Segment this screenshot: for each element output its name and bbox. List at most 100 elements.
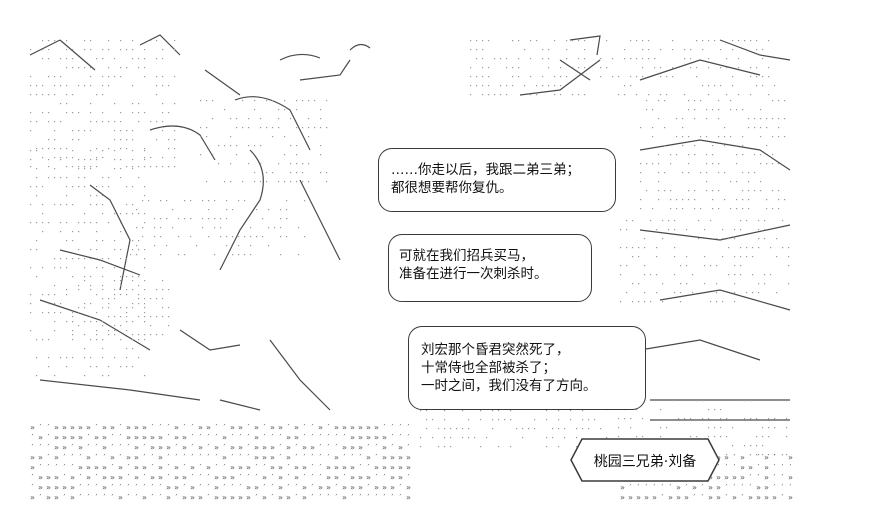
texture-glyph: ′ (86, 433, 91, 442)
texture-dot (706, 172, 708, 174)
texture-glyph: ′ (772, 473, 777, 482)
texture-dot (144, 303, 146, 305)
texture-glyph: » (230, 473, 235, 482)
texture-dot (664, 190, 666, 192)
texture-dot (308, 163, 310, 165)
texture-dot (108, 186, 110, 188)
texture-dot (542, 49, 544, 51)
texture-dot (708, 58, 710, 60)
texture-glyph: ′ (38, 463, 43, 472)
texture-dot (690, 67, 692, 69)
texture-dot (760, 181, 762, 183)
texture-dot (144, 112, 146, 114)
texture-dot (144, 249, 146, 251)
texture-glyph: » (748, 463, 753, 472)
texture-glyph: ′ (310, 423, 315, 432)
texture-dot (132, 204, 134, 206)
texture-glyph: » (764, 453, 769, 462)
texture-dot (686, 229, 688, 231)
texture-dot (120, 49, 122, 51)
texture-dot (132, 366, 134, 368)
texture-dot (120, 40, 122, 42)
texture-dot (778, 136, 780, 138)
texture-glyph: ′ (350, 453, 355, 462)
texture-glyph: ′ (390, 423, 395, 432)
texture-dot (84, 303, 86, 305)
texture-dot (720, 409, 722, 411)
texture-glyph: ′ (358, 453, 363, 462)
texture-dot (102, 375, 104, 377)
texture-dot (132, 213, 134, 215)
texture-dot (132, 303, 134, 305)
texture-dot (120, 139, 122, 141)
texture-dot (278, 181, 280, 183)
texture-dot (126, 204, 128, 206)
texture-dot (640, 199, 642, 201)
texture-dot (708, 418, 710, 420)
texture-glyph: » (278, 463, 283, 472)
texture-dot (488, 85, 490, 87)
texture-glyph: ′ (270, 483, 275, 492)
texture-glyph: » (214, 443, 219, 452)
texture-glyph: ′ (190, 473, 195, 482)
texture-dot (30, 267, 32, 269)
texture-dot (658, 199, 660, 201)
texture-dot (694, 109, 696, 111)
texture-dot (78, 130, 80, 132)
texture-dot (296, 109, 298, 111)
texture-dot (668, 229, 670, 231)
texture-dot (712, 154, 714, 156)
texture-dot (174, 130, 176, 132)
texture-dot (476, 58, 478, 60)
texture-dot (296, 154, 298, 156)
texture-dot (682, 199, 684, 201)
texture-dot (242, 100, 244, 102)
texture-dot (664, 145, 666, 147)
texture-dot (126, 294, 128, 296)
texture-dot (736, 208, 738, 210)
texture-glyph: » (270, 443, 275, 452)
texture-glyph: » (70, 473, 75, 482)
texture-dot (120, 112, 122, 114)
texture-dot (144, 148, 146, 150)
texture-dot (738, 58, 740, 60)
texture-dot (142, 236, 144, 238)
texture-glyph: ′ (286, 473, 291, 482)
texture-dot (760, 136, 762, 138)
texture-dot (776, 292, 778, 294)
texture-dot (66, 186, 68, 188)
texture-glyph: » (38, 453, 43, 462)
texture-dot (754, 127, 756, 129)
texture-dot (78, 258, 80, 260)
texture-dot (96, 334, 98, 336)
texture-glyph: » (358, 473, 363, 482)
texture-glyph: » (390, 463, 395, 472)
texture-glyph: » (166, 483, 171, 492)
texture-dot (630, 58, 632, 60)
texture-glyph: ′ (214, 433, 219, 442)
texture-dot (54, 285, 56, 287)
texture-dot (212, 118, 214, 120)
texture-dot (66, 166, 68, 168)
texture-dot (730, 100, 732, 102)
texture-dot (60, 204, 62, 206)
texture-dot (308, 100, 310, 102)
texture-dot (126, 366, 128, 368)
texture-dot (718, 172, 720, 174)
texture-glyph: ′ (214, 423, 219, 432)
texture-glyph: » (182, 473, 187, 482)
texture-dot (728, 238, 730, 240)
texture-dot (746, 292, 748, 294)
texture-glyph: ′ (286, 463, 291, 472)
texture-dot (730, 208, 732, 210)
texture-glyph: ′ (94, 473, 99, 482)
texture-dot (702, 400, 704, 402)
texture-dot (426, 419, 428, 421)
texture-dot (168, 148, 170, 150)
texture-dot (144, 375, 146, 377)
texture-dot (72, 157, 74, 159)
texture-glyph: ′ (206, 473, 211, 482)
texture-dot (184, 218, 186, 220)
texture-dot (706, 181, 708, 183)
